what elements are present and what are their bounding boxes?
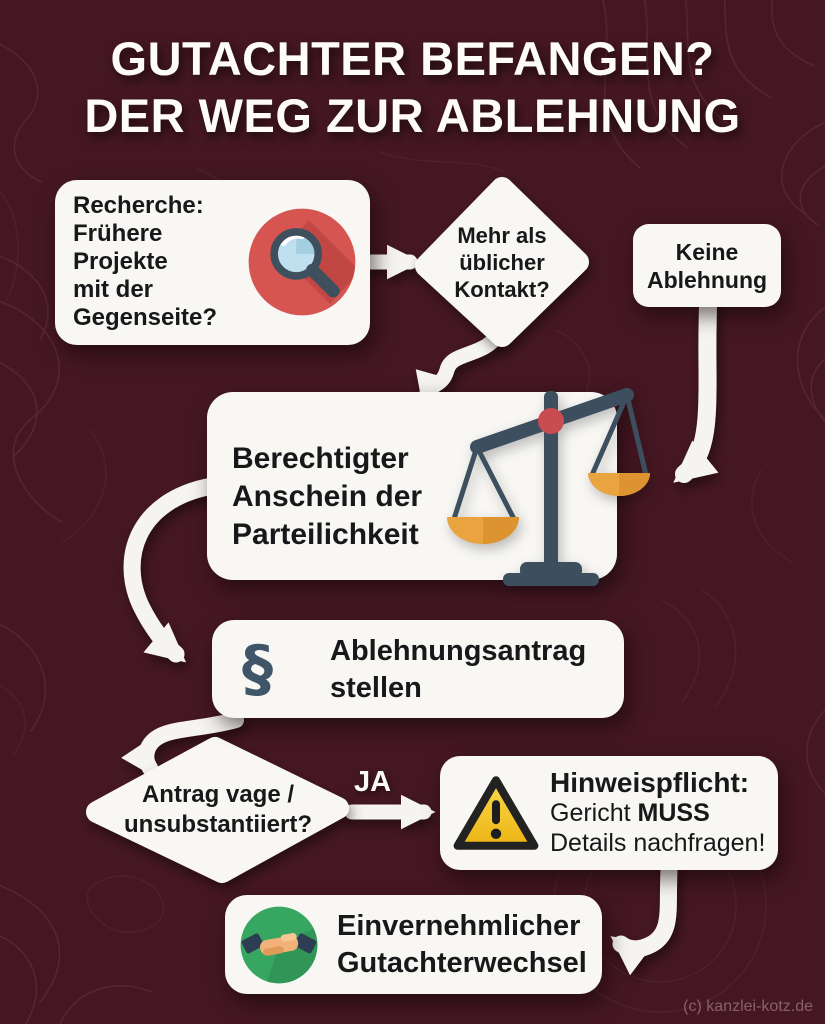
arrow-norejection-to-appearance [673,297,719,483]
motion-box-text: Ablehnungsantrag stellen [330,635,587,704]
contact-decision-diamond [415,177,589,347]
watermark: (c) kanzlei-kotz.de [683,998,813,1015]
handshake-icon [240,906,318,983]
change-box-text: Einvernehmlicher Gutachterwechsel [337,909,587,979]
research-box-text: Recherche: Frühere Projekte mit der Gege… [73,192,218,331]
duty-box: Hinweispflicht: Gericht MUSS Details nac… [440,756,778,870]
arrow-motion-to-vague [121,712,244,779]
no-rejection-box: Keine Ablehnung [633,224,781,307]
arrow-contact-to-appearance [415,322,508,408]
section-sign-icon: § [242,632,273,705]
scales-icon [447,388,650,586]
contact-decision-label: Mehr als üblicher Kontakt? [454,223,550,302]
yes-label: JA [354,766,392,798]
warning-icon [453,776,539,850]
duty-box-text: Hinweispflicht: Gericht MUSS Details nac… [550,767,766,858]
change-box: Einvernehmlicher Gutachterwechsel [225,895,602,994]
page-title: GUTACHTER BEFANGEN? DER WEG ZUR ABLEHNUN… [0,30,825,144]
magnifier-icon [248,208,356,316]
motion-box: § Ablehnungsantrag stellen [212,620,624,718]
arrow-appearance-to-motion [123,477,221,663]
appearance-box-text: Berechtigter Anschein der Parteilichkeit [232,442,423,551]
vague-decision-label: Antrag vage / unsubstantiiert? [123,781,312,838]
vague-decision-diamond [86,737,349,883]
page-title-line2: DER WEG ZUR ABLEHNUNG [84,89,741,142]
page-title-line1: GUTACHTER BEFANGEN? [110,32,715,85]
arrow-duty-to-change [610,861,678,976]
research-box: Recherche: Frühere Projekte mit der Gege… [55,180,370,345]
